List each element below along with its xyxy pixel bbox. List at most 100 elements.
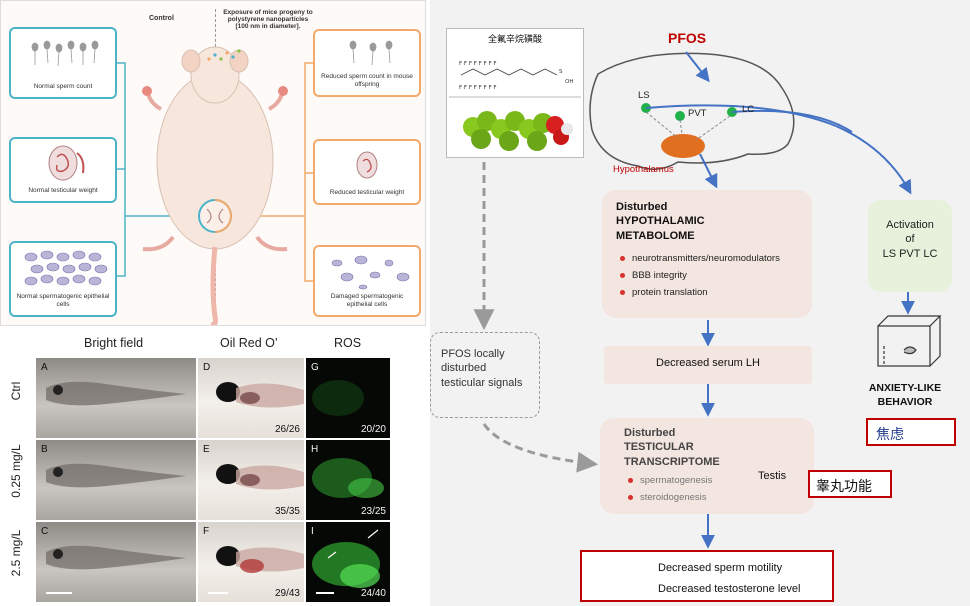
scale-bar [46, 592, 72, 594]
damaged-epithelium-box: Damaged spermatogenic epithelial cells [313, 245, 421, 317]
epithelial-cells-icon [331, 255, 410, 290]
oil-red-image: E 35/35 [198, 440, 304, 520]
bullet-item: protein translation [616, 287, 798, 298]
fluorescence-drawing [312, 458, 384, 498]
lc-label: LC [742, 104, 755, 115]
larva-drawing [216, 546, 304, 573]
bullet-item: BBB integrity [616, 270, 798, 281]
normal-testis-caption: Normal testicular weight [28, 187, 98, 195]
box-title: HYPOTHALAMIC [616, 215, 705, 228]
serum-lh-label: Decreased serum LH [656, 357, 760, 369]
ros-image: H 23/25 [306, 440, 390, 520]
activation-line: Activation [886, 219, 934, 231]
larva-drawing [46, 545, 186, 570]
mouse-exposure-figure: Control Exposure of mice progeny to poly… [0, 0, 426, 326]
outcome-line: Decreased sperm motility [658, 562, 783, 574]
svg-text:OH: OH [565, 79, 573, 85]
box-title: METABOLOME [616, 229, 695, 242]
column-ros: ROS [334, 336, 362, 350]
local-testicular-label: PFOS locally disturbed testicular signal… [441, 348, 523, 389]
larva-drawing [46, 463, 186, 488]
local-testicular-box: PFOS locally disturbed testicular signal… [430, 332, 540, 418]
svg-text:F F F F F F F F: F F F F F F F F [459, 61, 497, 67]
column-bright-field: Bright field [84, 336, 144, 350]
normal-testis-box: Normal testicular weight [9, 137, 117, 203]
larva-drawing [46, 381, 186, 406]
ratio-label: 35/35 [274, 506, 300, 517]
hypothalamus-label: Hypothalamus [613, 164, 674, 175]
ros-image: I 24/40 [306, 522, 390, 602]
panel-letter: C [41, 526, 49, 537]
normal-sperm-box: Normal sperm count [9, 27, 117, 99]
oil-red-image: D 26/26 [198, 358, 304, 438]
testis-cn-box: 睾丸功能 [808, 470, 892, 498]
brain-outline [589, 52, 795, 170]
panel-letter: D [203, 362, 211, 373]
pvt-node [675, 111, 685, 121]
activation-box: Activation of LS PVT LC [868, 200, 952, 292]
mouse-illustration [117, 46, 313, 325]
fluorescence-drawing [312, 380, 364, 416]
bright-field-image: B [36, 440, 196, 520]
hypothalamus [661, 134, 705, 158]
epithelial-cells-icon [24, 250, 108, 286]
panel-letter: E [203, 444, 210, 455]
testicular-transcriptome-box: Disturbed TESTICULAR TRANSCRIPTOME sperm… [600, 418, 814, 514]
box-title: TRANSCRIPTOME [624, 455, 720, 468]
larva-drawing [216, 464, 304, 490]
sperm-icon [349, 40, 393, 66]
normal-epithelium-box: Normal spermatogenic epithelial cells [9, 241, 117, 317]
scale-bar [316, 592, 334, 594]
normal-epithelium-caption: Normal spermatogenic epithelial cells [16, 293, 110, 309]
normal-sperm-caption: Normal sperm count [33, 83, 93, 91]
reduced-sperm-box: Reduced sperm count in mouse offspring [313, 29, 421, 97]
molecule-drawing: F F F F F F F F F F F F F F F F SOH [449, 61, 581, 151]
ros-image: G 20/20 [306, 358, 390, 438]
box-title: TESTICULAR [624, 441, 694, 454]
testis-label: Testis [758, 470, 787, 482]
anxiety-label: ANXIETY-LIKE BEHAVIOR [868, 382, 942, 409]
panel-letter: H [311, 444, 319, 455]
activation-line: of [905, 233, 915, 246]
testis-icon [48, 145, 85, 181]
panel-letter: B [41, 444, 48, 455]
testis-icon [356, 151, 378, 179]
damaged-epithelium-caption: Damaged spermatogenic epithelial cells [330, 293, 404, 309]
exposure-label: Exposure of mice progeny to polystyrene … [223, 9, 313, 30]
pfos-label: PFOS [668, 30, 707, 46]
box-title: Disturbed [624, 427, 676, 439]
outcome-line: Decreased testosterone level [658, 582, 801, 595]
column-oil-red: Oil Red O’ [220, 336, 278, 350]
ratio-label: 26/26 [274, 424, 300, 435]
panel-letter: F [203, 526, 210, 537]
anxiety-cn-label: 焦虑 [876, 426, 904, 442]
testis-cn-label: 睾丸功能 [816, 478, 872, 494]
zebrafish-figure: Bright field Oil Red O’ ROS Ctrl 0.25 mg… [0, 330, 426, 606]
pfos-molecule-box: 全氟辛烷磺酸 F F F F F F F F F F F F F F F F S… [446, 28, 584, 158]
panel-letter: A [41, 362, 48, 373]
bright-field-image: A [36, 358, 196, 438]
oil-red-image: F 29/43 [198, 522, 304, 602]
ratio-label: 20/20 [360, 424, 386, 435]
hypothalamic-metabolome-box: Disturbed HYPOTHALAMIC METABOLOME neurot… [602, 190, 812, 318]
panel-letter: I [311, 526, 314, 537]
control-label: Control [149, 15, 174, 22]
ratio-label: 23/25 [360, 506, 386, 517]
reduced-sperm-caption: Reduced sperm count in mouse offspring [321, 73, 413, 89]
molecule-title: 全氟辛烷磺酸 [487, 34, 542, 44]
svg-text:F F F F F F F F: F F F F F F F F [459, 85, 497, 91]
larva-drawing [216, 382, 304, 408]
svg-text:S: S [559, 69, 563, 75]
cage-icon [877, 315, 942, 367]
bullet-item: steroidogenesis [624, 492, 790, 503]
reduced-testis-caption: Reduced testicular weight [329, 189, 405, 197]
panel-letter: G [311, 362, 319, 373]
bullet-item: neurotransmitters/neuromodulators [616, 253, 798, 264]
pvt-label: PVT [688, 108, 707, 119]
sperm-icon [31, 40, 99, 67]
bright-field-image: C [36, 522, 196, 602]
ls-label: LS [638, 90, 650, 101]
box-title: Disturbed [616, 201, 668, 213]
reduced-testis-box: Reduced testicular weight [313, 139, 421, 205]
